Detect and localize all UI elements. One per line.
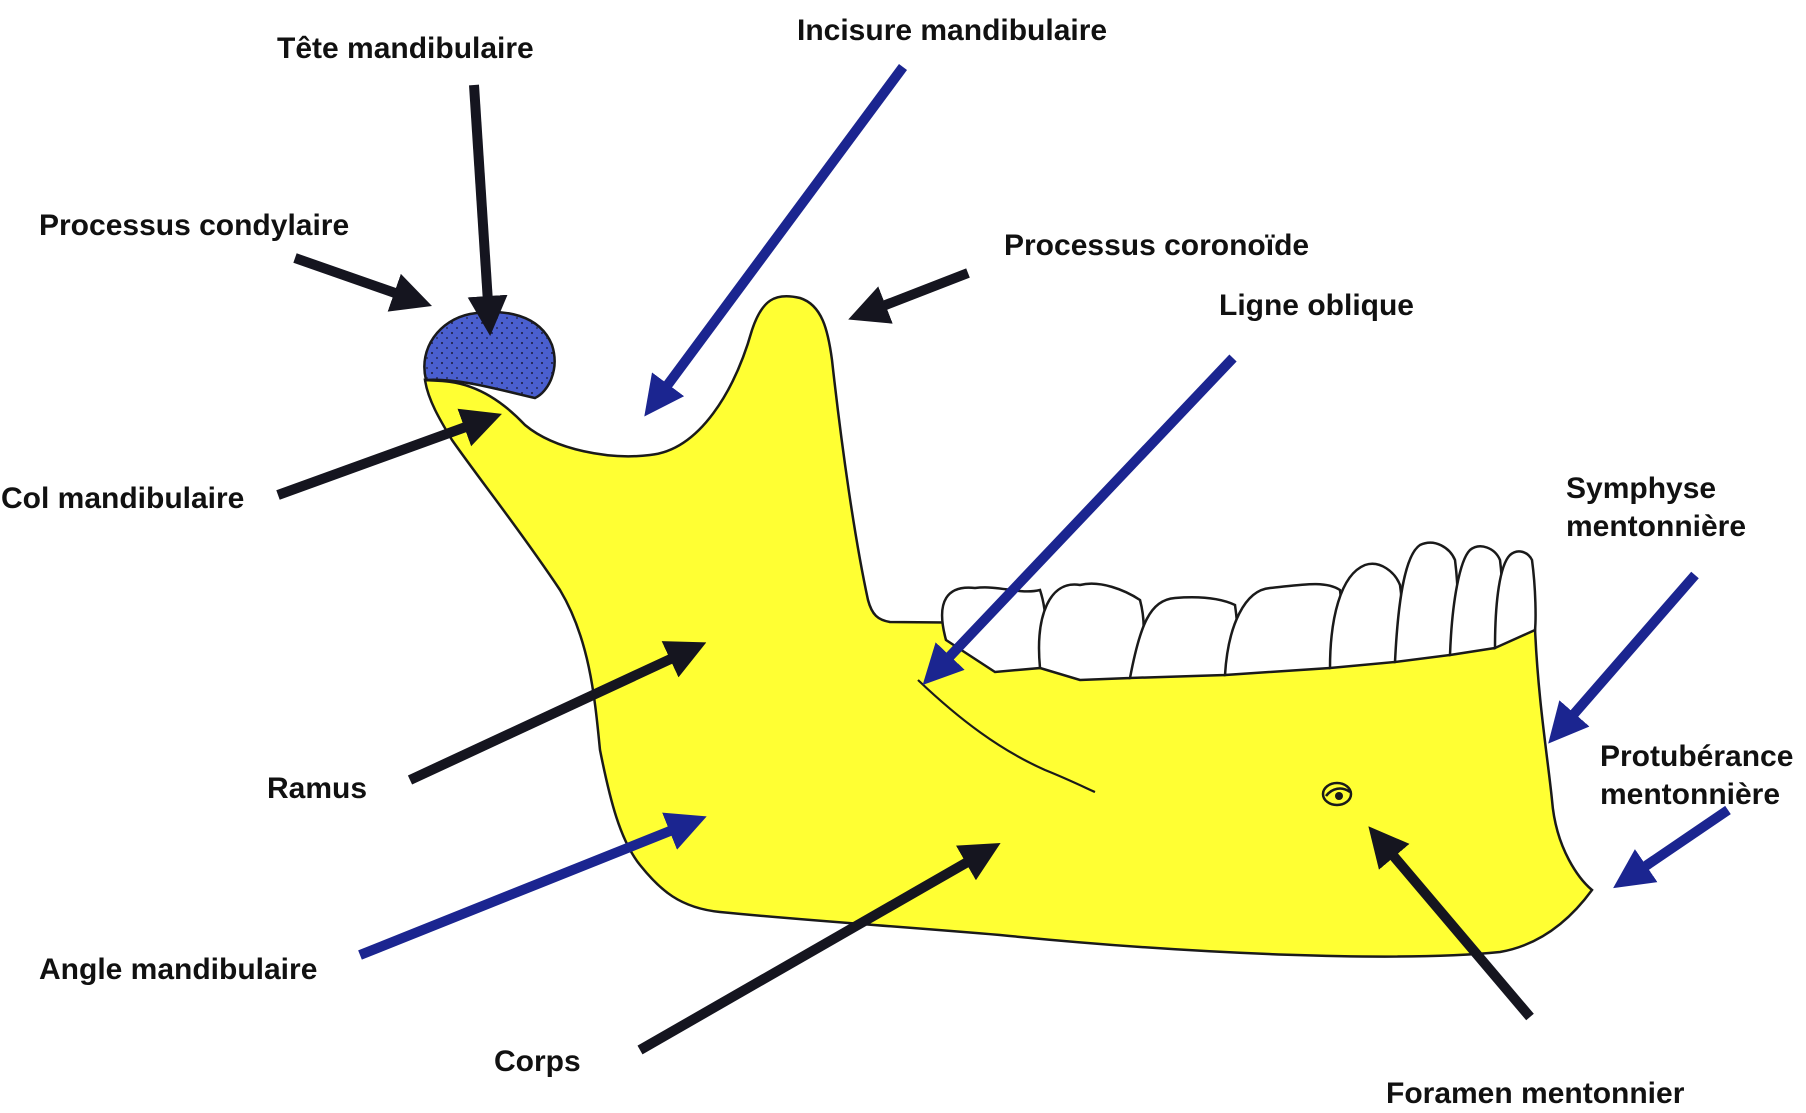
label-foramen-mentonnier: Foramen mentonnier: [1386, 1075, 1684, 1113]
arrow-symphyse-mentonniere: [1560, 575, 1695, 730]
label-processus-coronoide: Processus coronoïde: [1004, 227, 1309, 265]
arrow-protuberance-mentonniere: [1628, 810, 1728, 878]
arrow-processus-condylaire: [295, 258, 415, 300]
arrow-angle-mandibulaire: [360, 823, 690, 955]
label-tete-mandibulaire: Tête mandibulaire: [277, 30, 534, 68]
mental-foramen: [1323, 783, 1351, 805]
label-ligne-oblique: Ligne oblique: [1219, 287, 1414, 325]
label-protuberance-mentonniere: Protubérance mentonnière: [1600, 738, 1805, 814]
label-symphyse-mentonniere: Symphyse mentonnière: [1566, 470, 1716, 546]
arrow-col-mandibulaire: [278, 420, 485, 495]
arrow-processus-coronoide: [865, 273, 968, 313]
arrow-tete-mandibulaire: [474, 85, 489, 318]
label-ramus: Ramus: [267, 770, 367, 808]
label-incisure-mandibulaire: Incisure mandibulaire: [797, 12, 1107, 50]
label-angle-mandibulaire: Angle mandibulaire: [39, 951, 317, 989]
label-processus-condylaire: Processus condylaire: [39, 207, 349, 245]
label-corps: Corps: [494, 1043, 581, 1081]
label-col-mandibulaire: Col mandibulaire: [1, 480, 244, 518]
